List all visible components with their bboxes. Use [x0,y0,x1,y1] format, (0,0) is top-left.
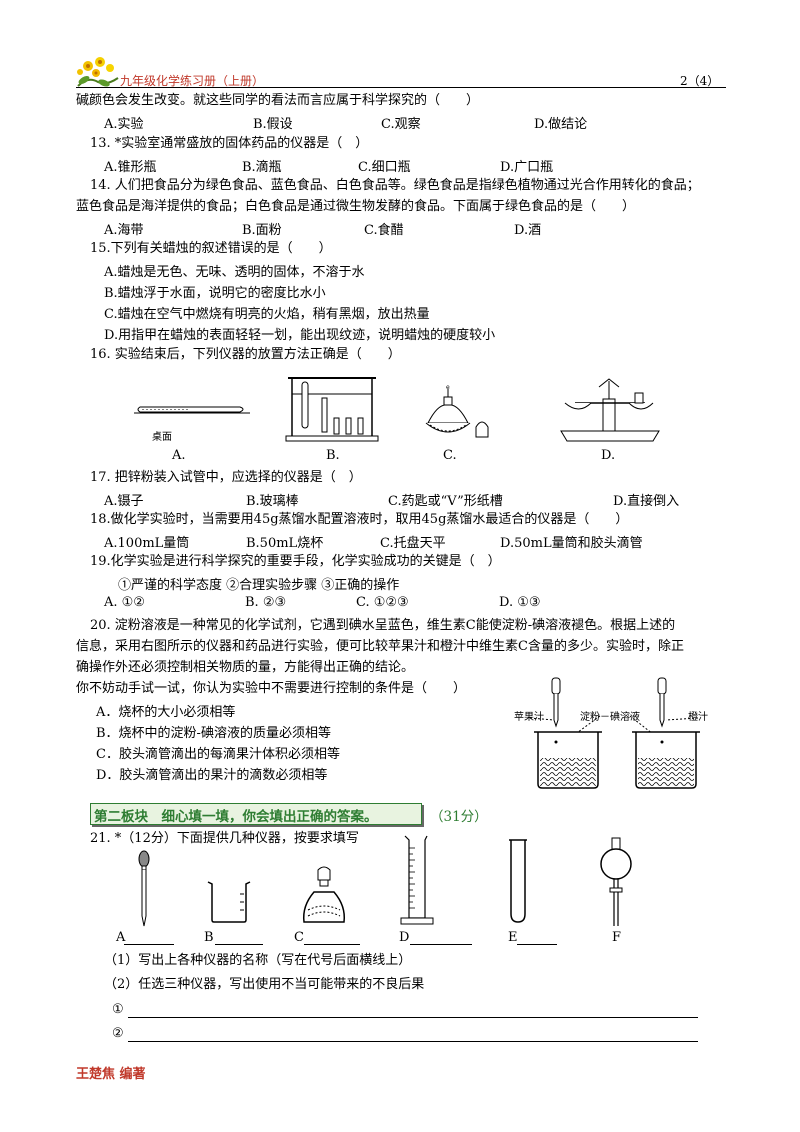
q17-option-b: B.玻璃棒 [246,494,299,509]
alcohol-lamp-illustration: e [425,384,489,438]
balance-illustration [560,378,660,442]
vitamin-c-experiment-illustration [529,677,700,789]
q21-stem: 21. *（12分）下面提供几种仪器，按要求填写 [90,831,359,846]
q20-label-starch-iodine: 淀粉－碘溶液 [580,712,640,723]
q15-option-c: C.蜡烛在空气中燃烧有明亮的火焰，稍有黑烟，放出热量 [104,307,430,322]
q21-label-a: A [116,930,126,945]
q19-items: ①严谨的科学态度 ②合理实验步骤 ③正确的操作 [118,578,400,593]
q14-option-b: B.面粉 [242,223,282,238]
q16-label-d: D. [601,448,616,463]
continuation-option-b: B.假设 [253,117,293,132]
q19-option-c: C. ①②③ [356,595,409,610]
q20-label-orange-juice: 橙汁 [688,712,708,723]
q21-blank-1-marker: ① [112,1002,124,1017]
q17-option-c: C.药匙或“V”形纸槽 [388,494,503,509]
author-credit: 王楚焦 编著 [76,1067,146,1082]
dropper-illustration [138,850,150,927]
q21-label-e: E [508,930,518,945]
q21-label-c: C [294,930,304,945]
q21-blank-e[interactable] [517,944,557,945]
q13-stem: 13. *实验室通常盛放的固体药品的仪器是（ ） [90,136,369,151]
section-2-score: （31分） [430,809,488,825]
q17-option-d: D.直接倒入 [613,494,680,509]
q21-blank-b[interactable] [215,944,263,945]
q20-label-apple-juice: 苹果汁 [514,712,544,723]
q20-line-4: 你不妨动手试一试，你认为实验中不需要进行控制的条件是（ ） [76,681,467,696]
q15-stem: 15.下列有关蜡烛的叙述错误的是（ ） [90,241,332,256]
header-rule [76,87,726,88]
section-2-title: 第二板块 细心填一填，你会填出正确的答案。 [94,809,378,825]
q18-option-c: C.托盘天平 [380,536,446,551]
q21-answer-line-2[interactable] [128,1041,698,1042]
q19-option-b: B. ②③ [245,595,287,610]
q13-option-a: A.锥形瓶 [104,160,157,175]
q21-blank-2-marker: ② [112,1026,124,1041]
continuation-option-a: A.实验 [104,117,144,132]
q20-line-2: 信息，采用右图所示的仪器和药品进行实验，便可比较苹果汁和橙汁中维生素C含量的多少… [76,639,684,654]
q16-desk-label: 桌面 [152,432,172,443]
q21-blank-a[interactable] [124,944,174,945]
section-2-banner [90,803,422,825]
page-number: 2（4） [680,74,720,88]
q20-option-c: C．胶头滴管滴出的每滴果汁体积必须相等 [96,747,340,762]
q15-option-a: A.蜡烛是无色、无味、透明的固体，不溶于水 [104,265,365,280]
q19-option-d: D. ①③ [499,595,541,610]
continuation-option-c: C.观察 [381,117,421,132]
q17-option-a: A.镊子 [104,494,144,509]
q18-stem: 18.做化学实验时，当需要用45g蒸馏水配置溶液时，取用45g蒸馏水最适合的仪器… [90,512,629,527]
q16-label-b: B. [326,448,340,463]
q18-option-a: A.100mL量筒 [104,536,190,551]
q14-line-2: 蓝色食品是海洋提供的食品；白色食品是通过微生物发酵的食品。下面属于绿色食品的是（… [76,199,636,214]
q20-option-d: D．胶头滴管滴出的果汁的滴数必须相等 [96,768,328,783]
q14-option-c: C.食醋 [364,223,404,238]
q13-option-c: C.细口瓶 [358,160,411,175]
q21-label-f: F [612,930,622,945]
q15-option-d: D.用指甲在蜡烛的表面轻轻一划，能出现纹迹，说明蜡烛的硬度较小 [104,328,496,343]
q21-blank-d[interactable] [410,944,472,945]
svg-text:e: e [446,384,450,391]
q15-option-b: B.蜡烛浮于水面，说明它的密度比水小 [104,286,326,301]
test-tube-rack-illustration [285,377,379,442]
q21-subquestion-1: （1）写出上各种仪器的名称（写在代号后面横线上） [104,953,412,968]
flower-logo-icon [77,57,119,87]
q14-option-d: D.酒 [514,223,542,238]
q20-option-b: B．烧杯中的淀粉-碘溶液的质量必须相等 [96,726,331,741]
beaker-illustration [207,881,251,923]
q21-answer-line-1[interactable] [128,1017,698,1018]
q18-option-d: D.50mL量筒和胶头滴管 [500,536,643,551]
q14-option-a: A.海带 [104,223,144,238]
q20-line-3: 确操作外还必须控制相关物质的量，方能得出正确的结论。 [76,660,415,675]
q13-option-b: B.滴瓶 [242,160,282,175]
q19-stem: 19.化学实验是进行科学探究的重要手段，化学实验成功的关键是（ ） [90,554,501,569]
q19-option-a: A. ①② [104,595,145,610]
q16-stem: 16. 实验结束后，下列仪器的放置方法正确是（ ） [90,347,401,362]
q14-line-1: 14. 人们把食品分为绿色食品、蓝色食品、白色食品等。绿色食品是指绿色植物通过光… [90,178,700,193]
q18-option-b: B.50mL烧杯 [246,536,324,551]
q21-subquestion-2: （2）任选三种仪器，写出使用不当可能带来的不良后果 [104,977,425,992]
q17-stem: 17. 把锌粉装入试管中，应选择的仪器是（ ） [90,470,362,485]
q13-option-d: D.广口瓶 [500,160,554,175]
graduated-cylinder-illustration [400,835,434,925]
test-tube-illustration [509,839,527,923]
q16-label-a: A. [172,448,186,463]
q21-label-d: D [399,930,410,945]
q21-label-b: B [204,930,214,945]
q20-option-a: A．烧杯的大小必须相等 [96,705,236,720]
round-bottom-funnel-illustration [600,837,632,926]
test-tube-on-desk-illustration [134,406,250,414]
continuation-option-d: D.做结论 [534,117,588,132]
q16-label-c: C. [443,448,457,463]
alcohol-lamp-icon [302,866,346,923]
header-title: 九年级化学练习册（上册） [120,74,265,88]
q21-blank-c[interactable] [304,944,360,945]
q20-line-1: 20. 淀粉溶液是一种常见的化学试剂，它遇到碘水呈蓝色，维生素C能使淀粉-碘溶液… [90,618,676,633]
continuation-text: 碱颜色会发生改变。就这些同学的看法而言应属于科学探究的（ ） [76,93,480,108]
